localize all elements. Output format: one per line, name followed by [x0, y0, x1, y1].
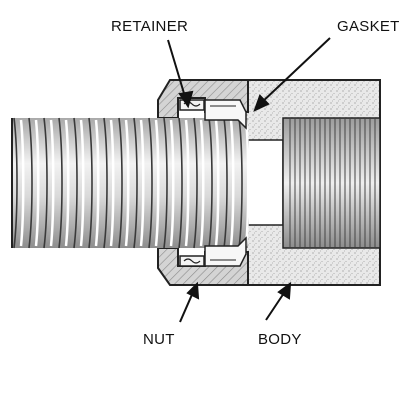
tube-rib-highlight — [79, 119, 85, 247]
tube-rib — [43, 117, 48, 249]
tube-rib — [118, 117, 123, 249]
tube-rib-highlight — [94, 119, 100, 247]
tube-rib — [13, 117, 18, 249]
tube-rib — [223, 117, 228, 249]
tube-rib — [148, 117, 153, 249]
tube-rib-highlight — [229, 119, 235, 247]
tube-rib — [178, 117, 183, 249]
tube-rib-highlight — [19, 119, 25, 247]
tube-rib — [208, 117, 213, 249]
tube-rib-highlight — [244, 119, 250, 247]
body-internal-threads — [289, 119, 376, 247]
tube-rib-highlight — [109, 119, 115, 247]
tube-rib-highlight — [139, 119, 145, 247]
tube-rib-highlight — [34, 119, 40, 247]
tube-rib — [163, 117, 168, 249]
gasket-leader-arrow — [253, 37, 331, 112]
corrugated-tube — [11, 117, 250, 249]
label-retainer: RETAINER — [111, 18, 188, 35]
tube-rib-highlight — [199, 119, 205, 247]
tube-rib-highlight — [184, 119, 190, 247]
tube-rib — [238, 117, 243, 249]
tube-rib-highlight — [49, 119, 55, 247]
tube-rib — [193, 117, 198, 249]
body-leader-arrow — [265, 281, 292, 321]
label-body: BODY — [258, 331, 302, 348]
tube-rib — [88, 117, 93, 249]
nut-leader-arrow — [179, 281, 200, 323]
tube-rib-highlight — [124, 119, 130, 247]
tube-rib — [58, 117, 63, 249]
tube-rib — [28, 117, 33, 249]
tube-rib — [73, 117, 78, 249]
retainer-part — [179, 99, 205, 267]
tube-rib-highlight — [64, 119, 70, 247]
retainer-leader-arrow — [167, 39, 194, 109]
tube-rib — [133, 117, 138, 249]
gasket-part — [204, 99, 247, 267]
label-gasket: GASKET — [337, 18, 400, 35]
tube-rib-highlight — [214, 119, 220, 247]
tube-corrugations — [13, 117, 250, 249]
tube-rib — [103, 117, 108, 249]
label-nut: NUT — [143, 331, 175, 348]
leader-lines — [167, 37, 331, 323]
tube-rib-highlight — [154, 119, 160, 247]
tube-rib-highlight — [169, 119, 175, 247]
body-part — [239, 79, 381, 286]
